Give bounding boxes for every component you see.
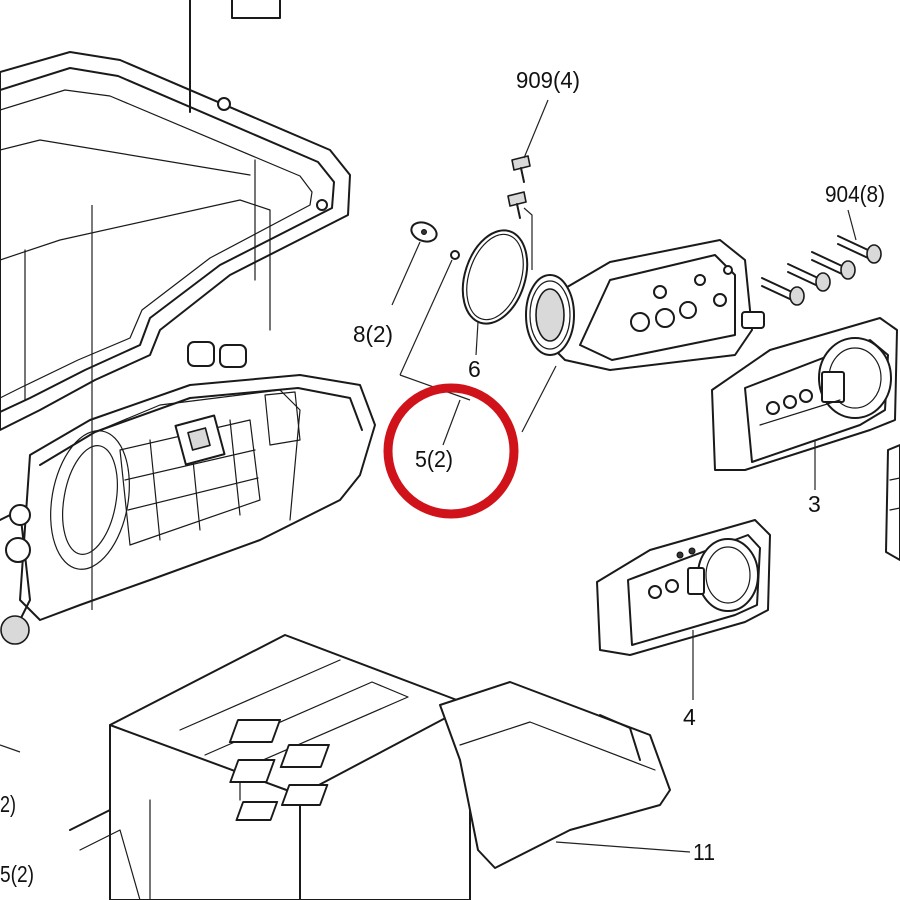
callout-904: 904(8) <box>825 181 885 207</box>
leader-lines <box>0 99 857 853</box>
washer-part-8 <box>410 221 460 260</box>
screw-909-group <box>507 155 533 270</box>
callout-11: 11 <box>693 839 715 865</box>
housing-tray <box>0 0 351 431</box>
callout-4: 4 <box>683 704 696 730</box>
cover-part-3 <box>711 317 898 490</box>
valve-assembly <box>525 239 765 371</box>
callout-909: 909(4) <box>516 67 580 93</box>
screw-904-group <box>761 235 882 306</box>
o-ring-part-6 <box>461 229 529 325</box>
callout-edge-2: 5(2) <box>0 861 34 887</box>
right-edge-part <box>885 444 900 561</box>
callout-edge-1: 2) <box>0 791 16 817</box>
callout-5: 5(2) <box>415 446 453 472</box>
callout-8: 8(2) <box>353 321 393 347</box>
tray-part-11 <box>228 681 671 869</box>
highlight-circle <box>383 383 519 519</box>
callout-labels: 909(4) 904(8) 8(2) 6 5(2) 3 4 11 2) 5(2) <box>0 67 885 887</box>
callout-6: 6 <box>468 356 481 382</box>
cover-part-4 <box>596 519 771 700</box>
control-housing <box>0 205 376 645</box>
callout-3: 3 <box>808 491 821 517</box>
